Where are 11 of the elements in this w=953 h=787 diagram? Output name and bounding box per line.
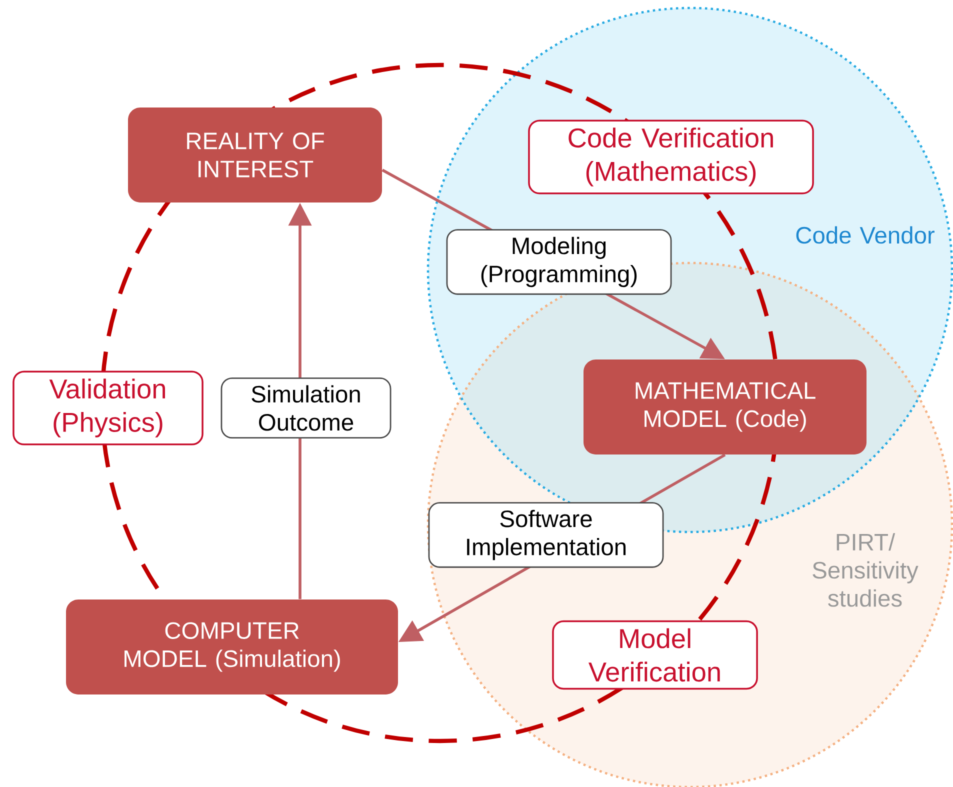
verification-label: Code Verification (Mathematics): [528, 120, 814, 194]
process-box: MATHEMATICAL MODEL (Code): [584, 359, 866, 454]
edge-label: Modeling (Programming): [481, 236, 637, 288]
verification-label: Model Verification: [552, 620, 758, 690]
verification-label: Validation (Physics): [12, 370, 204, 446]
edge-label: Software Implementation: [467, 510, 626, 560]
region-label: PIRT/ Sensitivity studies: [812, 533, 918, 607]
process-box: REALITY OF INTEREST: [128, 107, 382, 202]
edge-label: Simulation Outcome: [252, 385, 360, 431]
region-label: Code Vendor: [796, 226, 934, 244]
process-box: COMPUTER MODEL (Simulation): [66, 599, 398, 694]
